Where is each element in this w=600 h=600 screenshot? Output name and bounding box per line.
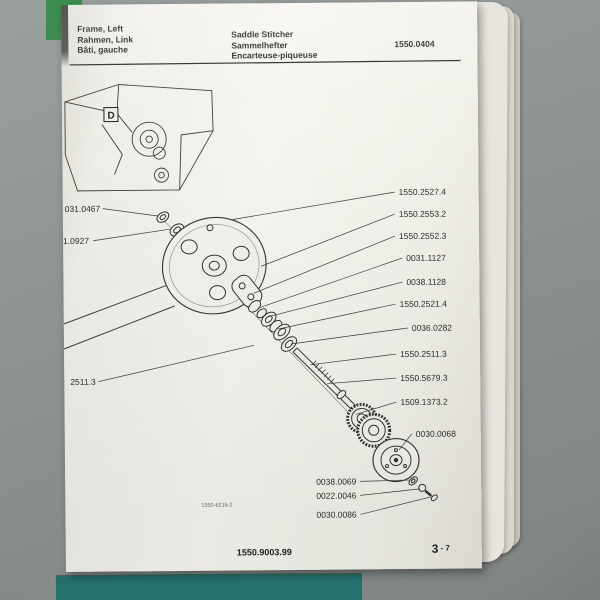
part-label: 0030.0086 xyxy=(316,509,357,520)
part-label: 1550.2527.4 xyxy=(398,186,446,198)
page-number-rest: - 7 xyxy=(440,543,450,553)
part-label: 0030.0068 xyxy=(415,428,456,439)
part-label: 1550.2511.3 xyxy=(400,348,447,360)
part-label: 031.0467 xyxy=(64,203,101,214)
part-label: 1550.5679.3 xyxy=(400,372,448,384)
part-label: 0036.0282 xyxy=(411,322,453,333)
footer-doc-code: 1550.9003.99 xyxy=(236,547,292,558)
part-label: 1550.2552.3 xyxy=(398,230,447,242)
frame-location-inset xyxy=(64,84,214,192)
end-fasteners xyxy=(408,476,438,502)
part-label: 1550.2553.2 xyxy=(398,208,447,220)
page-number: 3- 7 xyxy=(432,540,450,558)
drive-belt xyxy=(63,284,175,350)
part-label: 1550.2521.4 xyxy=(399,298,447,310)
part-label: 0038.0069 xyxy=(316,476,357,487)
part-label: 0031.1127 xyxy=(406,252,446,263)
header-rule xyxy=(69,59,461,66)
manual-page: Frame, Left Rahmen, Link Bâti, gauche Sa… xyxy=(61,1,482,572)
page-number-major: 3 xyxy=(431,541,439,556)
hand-wheel xyxy=(372,438,420,483)
exploded-parts-diagram: D xyxy=(63,59,461,515)
part-label: 1.0927 xyxy=(63,235,90,246)
part-label: 0038.1128 xyxy=(406,276,447,287)
sprocket-gear-2 xyxy=(356,412,392,448)
drawing-number: 1550-6216-2 xyxy=(201,502,233,509)
leader-lines xyxy=(93,191,432,515)
part-label: 1509.1373.2 xyxy=(400,396,448,408)
part-label: 2511.3 xyxy=(70,376,96,387)
part-label: 0022.0046 xyxy=(316,490,357,501)
retaining-rings xyxy=(156,211,185,237)
table-accent-teal xyxy=(55,572,363,600)
inset-detail-letter: D xyxy=(107,111,114,122)
washer-stack xyxy=(248,300,298,352)
